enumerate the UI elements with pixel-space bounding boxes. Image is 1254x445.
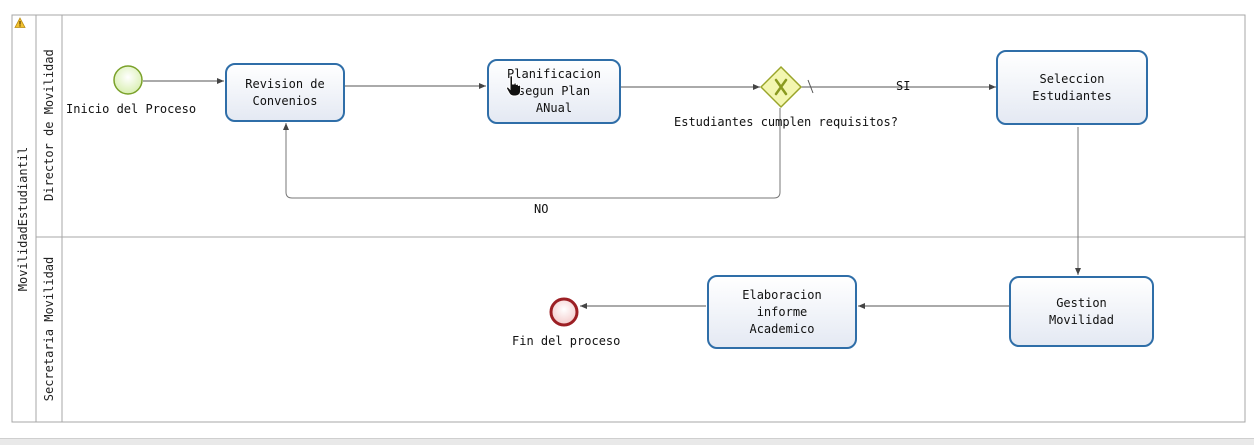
warning-icon <box>14 17 26 28</box>
flow-gateway-no[interactable] <box>283 108 781 199</box>
end-event-label: Fin del proceso <box>512 334 621 348</box>
default-flow-slash <box>807 79 814 94</box>
task-revision-convenios[interactable]: Revision de Convenios <box>225 63 345 122</box>
start-event-label: Inicio del Proceso <box>66 102 197 116</box>
lane-label-secretaria: Secretaria Movilidad <box>42 256 56 402</box>
lane-label-director: Director de Movilidad <box>42 49 56 201</box>
flow-yes-label: SI <box>896 79 911 93</box>
task-gestion-movilidad[interactable]: Gestion Movilidad <box>1009 276 1154 347</box>
end-event[interactable] <box>549 297 579 327</box>
task-elaboracion-informe[interactable]: Elaboracion informe Academico <box>707 275 857 349</box>
task-seleccion-estudiantes[interactable]: Seleccion Estudiantes <box>996 50 1148 125</box>
gateway-x-icon <box>774 78 788 96</box>
flow-no-label: NO <box>534 202 549 216</box>
start-event[interactable] <box>113 65 143 95</box>
gateway-label: Estudiantes cumplen requisitos? <box>674 115 898 129</box>
bottom-scrollbar[interactable] <box>0 438 1254 445</box>
hand-cursor-icon <box>505 75 522 97</box>
pool-label: MovilidadEstudiantil <box>16 146 30 292</box>
